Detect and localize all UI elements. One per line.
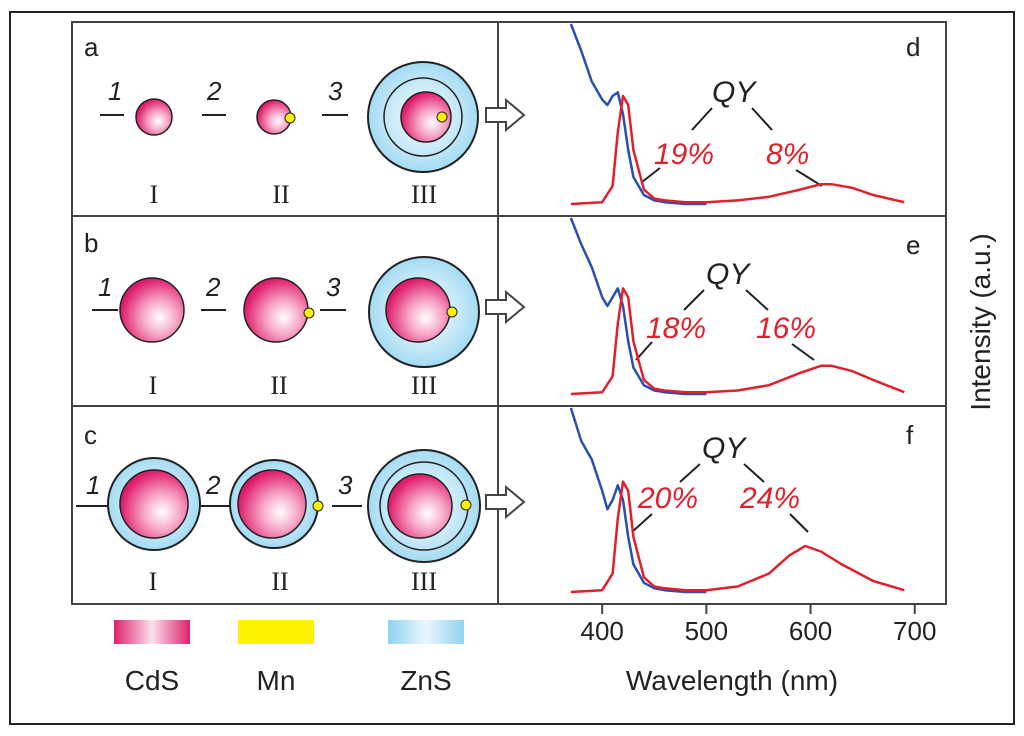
x-axis: 400 500 600 700: [498, 603, 946, 646]
qy-label: QY: [702, 432, 747, 465]
panel-e-box: [497, 215, 947, 407]
x-tick-label: 400: [580, 616, 623, 646]
panel-letter-c: c: [84, 420, 97, 450]
schematic-a: a 1 2 3 I II III: [84, 32, 526, 209]
legend-label-mn: Mn: [257, 665, 296, 696]
mn-dopant: [446, 306, 458, 318]
step-label-2: 2: [205, 470, 221, 500]
cds-core: [243, 277, 309, 343]
panel-d-box: [497, 21, 947, 217]
legend-swatch-zns: [388, 620, 464, 644]
qy-value-exciton: 19%: [654, 138, 714, 171]
qy-label: QY: [712, 76, 757, 109]
qy-pointer: [641, 167, 661, 183]
qy-pointer: [683, 289, 705, 311]
cds-core: [385, 277, 451, 343]
mn-dopant: [284, 112, 296, 124]
qy-value-dopant: 8%: [766, 138, 809, 171]
y-axis-title: Intensity (a.u.): [965, 233, 996, 410]
x-axis-title: Wavelength (nm): [626, 665, 838, 696]
emission-curve-d: [570, 94, 905, 206]
step-label-2: 2: [206, 76, 222, 106]
emission-curve-f: [570, 480, 905, 594]
spectrum-e-annotations: e QY 18% 16%: [635, 230, 920, 361]
absorption-curve-e: [569, 217, 707, 396]
stage-label-II: II: [272, 180, 289, 209]
qy-pointer: [751, 107, 773, 131]
x-tick-label: 600: [789, 616, 832, 646]
qy-pointer: [631, 513, 653, 533]
x-tick-label: 700: [893, 616, 936, 646]
panel-letter-b: b: [84, 228, 98, 258]
qy-pointer: [745, 289, 769, 311]
cds-core: [387, 473, 453, 539]
panel-letter-a: a: [84, 32, 99, 62]
qy-value-exciton: 18%: [646, 312, 706, 345]
mn-dopant: [436, 111, 448, 123]
panel-letter-e: e: [906, 230, 920, 260]
step-label-2: 2: [205, 272, 221, 302]
zns-inner-boundary: [383, 77, 463, 157]
legend: CdS Mn ZnS: [114, 620, 464, 696]
qy-pointer: [679, 463, 701, 483]
cds-core: [237, 469, 307, 539]
qy-pointer: [789, 513, 809, 533]
stage-label-I: I: [149, 371, 158, 400]
stage-label-III: III: [411, 180, 437, 209]
cds-core: [400, 91, 452, 143]
step-label-1: 1: [86, 470, 100, 500]
absorption-curve-f: [569, 407, 707, 594]
transfer-arrow: [485, 289, 526, 325]
legend-label-zns: ZnS: [400, 665, 451, 696]
cds-core: [119, 277, 185, 343]
spectrum-d-annotations: d QY 19% 8%: [641, 32, 920, 187]
legend-swatch-mn: [238, 620, 314, 644]
schematic-c: c 1 2 3 I II III: [76, 420, 526, 596]
stage-label-III: III: [411, 371, 437, 400]
qy-value-dopant: 16%: [756, 312, 816, 345]
stage-label-I: I: [149, 567, 158, 596]
qy-pointer: [691, 107, 713, 131]
spectrum-f-annotations: f QY 20% 24%: [631, 420, 914, 533]
stage-label-II: II: [271, 567, 288, 596]
mn-dopant: [303, 307, 315, 319]
step-label-1: 1: [98, 272, 112, 302]
step-label-1: 1: [108, 76, 122, 106]
legend-label-cds: CdS: [125, 665, 179, 696]
mn-dopant: [312, 500, 324, 512]
cds-core: [119, 469, 189, 539]
stage-label-III: III: [411, 567, 437, 596]
absorption-curve-d: [569, 23, 707, 206]
qy-pointer: [795, 169, 823, 187]
qy-value-exciton: 20%: [637, 482, 698, 515]
emission-curve-e: [570, 287, 905, 396]
qy-value-dopant: 24%: [739, 482, 800, 515]
spectra-curves: [569, 23, 905, 594]
qy-label: QY: [706, 258, 751, 291]
panel-letter-f: f: [906, 420, 914, 450]
panel-letter-d: d: [906, 32, 920, 62]
step-label-3: 3: [328, 76, 343, 106]
transfer-arrow: [485, 484, 526, 520]
panel-f-box: [497, 405, 947, 605]
mn-dopant: [460, 499, 472, 511]
qy-pointer: [791, 343, 815, 361]
step-label-3: 3: [326, 272, 341, 302]
stage-label-II: II: [270, 371, 287, 400]
stage-label-I: I: [150, 180, 159, 209]
x-tick-label: 500: [685, 616, 728, 646]
transfer-arrow: [485, 97, 526, 133]
legend-swatch-cds: [114, 620, 190, 644]
cds-core: [135, 98, 173, 136]
step-label-3: 3: [338, 470, 353, 500]
schematic-b: b 1 2 3 I II III: [84, 228, 526, 400]
qy-pointer: [743, 463, 765, 483]
